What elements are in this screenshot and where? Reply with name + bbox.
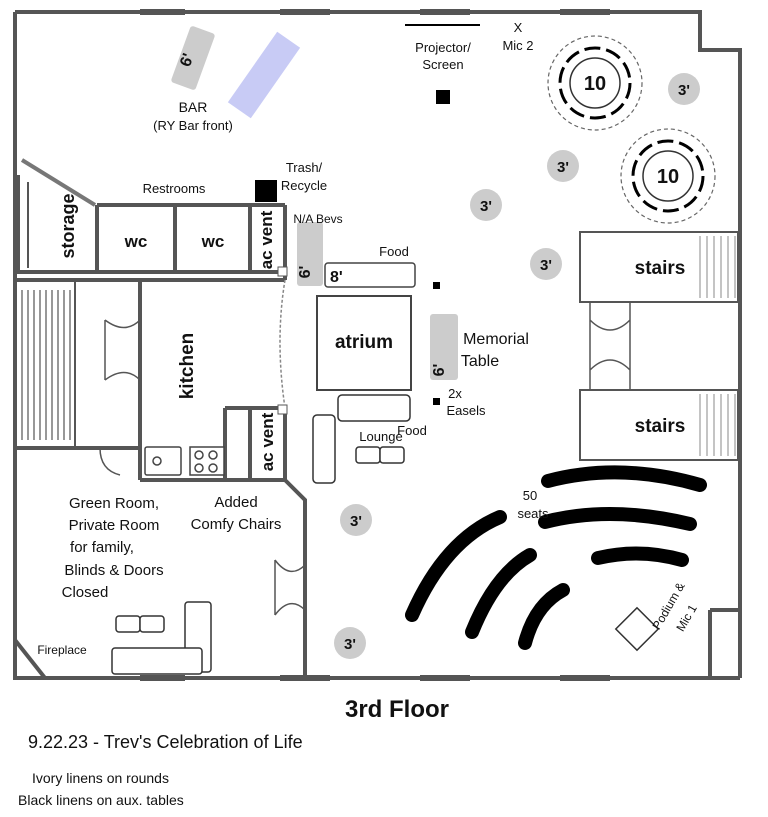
screen-label: Screen: [422, 57, 463, 72]
event-title: 9.22.23 - Trev's Celebration of Life: [28, 732, 303, 752]
round-1-label: 10: [584, 73, 606, 95]
cocktail-table-6: 3': [334, 627, 366, 659]
bar-front: [227, 31, 301, 119]
corner-notches: [13, 10, 742, 680]
food-top-label: Food: [379, 244, 409, 259]
atrium-box: [316, 295, 412, 391]
bar-sub-label: (RY Bar front): [153, 118, 233, 133]
trash-bin: [255, 180, 277, 202]
seats-label: seats: [517, 506, 549, 521]
projector-label: Projector/: [415, 40, 471, 55]
wc2-label: wc: [201, 232, 225, 251]
atrium-railing: [279, 279, 286, 409]
floor-title: 3rd Floor: [345, 696, 449, 723]
seats-count-label: 50: [523, 488, 537, 503]
na-bevs-label: N/A Bevs: [293, 212, 342, 226]
t6-bar-label: 6': [177, 51, 197, 69]
lounge-furniture: [312, 394, 411, 484]
seat-row-5: [465, 548, 537, 639]
vent-sq-bottom: [277, 404, 288, 415]
seating-arcs: [405, 465, 707, 650]
seat-row-1: [541, 465, 707, 492]
food-table-8: 8': [324, 262, 416, 288]
svg-text:3': 3': [350, 513, 362, 530]
green-room-line-1: Green Room,: [69, 495, 159, 512]
green-room-line-2: Private Room: [69, 517, 160, 534]
comfy-chairs-line-2: Comfy Chairs: [191, 516, 282, 533]
green-room-line-5: Closed: [62, 584, 109, 601]
cocktail-table-4: 3': [530, 248, 562, 280]
atrium-label: atrium: [335, 332, 393, 353]
mic1-label: Mic 1: [673, 602, 700, 634]
t6-memorial-label: 6': [431, 364, 448, 377]
svg-text:3': 3': [344, 636, 356, 653]
wc1-label: wc: [124, 232, 148, 251]
stairs-top-block: [579, 231, 739, 303]
food-bottom-label: Food: [397, 423, 427, 438]
round-table-1: 10: [547, 35, 643, 131]
mic2-x-label: X: [514, 20, 523, 35]
seat-row-6: [518, 583, 570, 650]
kitchen-double-door: [104, 319, 141, 381]
cocktail-table-1: 3': [668, 73, 700, 105]
ac-vent-top-label: ac vent: [257, 210, 276, 269]
memorial-table-6: 6': [430, 314, 458, 380]
cocktail-table-5: 3': [340, 504, 372, 536]
seat-row-4: [405, 510, 507, 622]
kitchen-label: kitchen: [177, 333, 198, 400]
kitchen-appliances: [144, 446, 225, 476]
t6-bevs-label: 6': [297, 266, 314, 279]
stairs-bottom-label: stairs: [635, 416, 686, 437]
seat-row-3: [591, 546, 689, 567]
green-room-line-3: for family,: [70, 539, 134, 556]
svg-text:3': 3': [480, 198, 492, 215]
recycle-label: Recycle: [281, 178, 327, 193]
mic2-label: Mic 2: [502, 38, 533, 53]
fireplace-label: Fireplace: [37, 643, 87, 657]
stairs-middle: [589, 302, 631, 390]
podium: [614, 606, 660, 652]
green-room-door: [99, 447, 121, 476]
easels-label: Easels: [446, 403, 486, 418]
projector-unit: [436, 90, 450, 104]
storage-door-swing: [20, 158, 97, 207]
round-table-2: 10: [620, 128, 716, 224]
storage-label: storage: [58, 193, 78, 258]
note-black-linens: Black linens on aux. tables: [18, 792, 184, 808]
easels-count-label: 2x: [448, 386, 462, 401]
green-room-side-door: [274, 559, 306, 616]
comfy-chairs-line-1: Added: [214, 494, 257, 511]
cocktail-table-3: 3': [470, 189, 502, 221]
svg-text:3': 3': [557, 159, 569, 176]
svg-text:3': 3': [540, 257, 552, 274]
memorial-table-label: Table: [461, 353, 499, 370]
left-stair-lines: [21, 290, 71, 440]
ac-vent-bottom-label: ac vent: [258, 412, 277, 471]
kitchen-walls: [15, 278, 307, 678]
round-2-label: 10: [657, 166, 679, 188]
cocktail-table-2: 3': [547, 150, 579, 182]
bar-table-6: 6': [171, 26, 215, 90]
marker-food-table: [433, 282, 440, 289]
bevs-table-6: 6': [297, 222, 323, 286]
note-ivory-linens: Ivory linens on rounds: [32, 770, 169, 786]
bar-label: BAR: [179, 99, 208, 115]
stairs-bottom-block: [579, 389, 739, 461]
green-room-furniture: [111, 601, 212, 675]
trash-label: Trash/: [286, 160, 323, 175]
stairs-top-label: stairs: [635, 258, 686, 279]
seat-row-2: [538, 506, 697, 531]
memorial-label: Memorial: [463, 331, 529, 348]
vent-sq-top: [277, 266, 288, 277]
marker-easels: [433, 398, 440, 405]
t8-food-label: 8': [330, 269, 343, 286]
lounge-label: Lounge: [359, 429, 402, 444]
svg-text:3': 3': [678, 82, 690, 99]
restrooms-label: Restrooms: [143, 181, 206, 196]
green-room-line-4: Blinds & Doors: [64, 562, 163, 579]
